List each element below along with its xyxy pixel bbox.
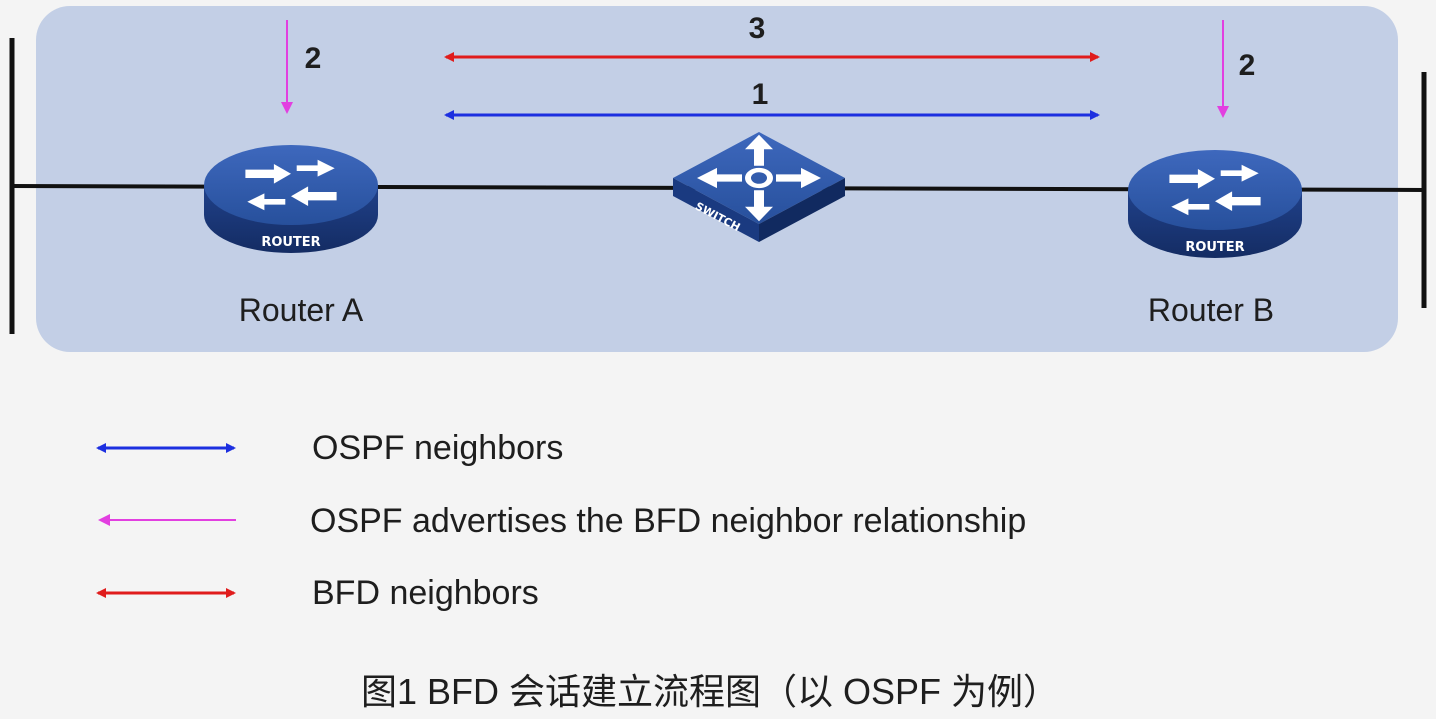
figure-caption: 图1 BFD 会话建立流程图（以 OSPF 为例） <box>361 671 1059 712</box>
switch-icon: SWITCH <box>673 132 845 242</box>
router-b-badge: ROUTER <box>1185 240 1244 255</box>
router-a-badge: ROUTER <box>261 235 320 250</box>
legend-ospf-text: OSPF neighbors <box>312 429 563 467</box>
legend-bfd-text: BFD neighbors <box>312 574 539 612</box>
router-b-icon: ROUTER <box>1128 150 1302 258</box>
router-a-icon: ROUTER <box>204 145 378 253</box>
router-a-label: Router A <box>239 292 364 328</box>
step-number-3: 3 <box>749 12 766 45</box>
router-b-label: Router B <box>1148 292 1274 328</box>
step-number-2-left: 2 <box>305 42 322 75</box>
step-number-2-right: 2 <box>1239 49 1256 82</box>
legend-advertise-text: OSPF advertises the BFD neighbor relatio… <box>310 502 1026 540</box>
step-number-1: 1 <box>752 78 769 111</box>
